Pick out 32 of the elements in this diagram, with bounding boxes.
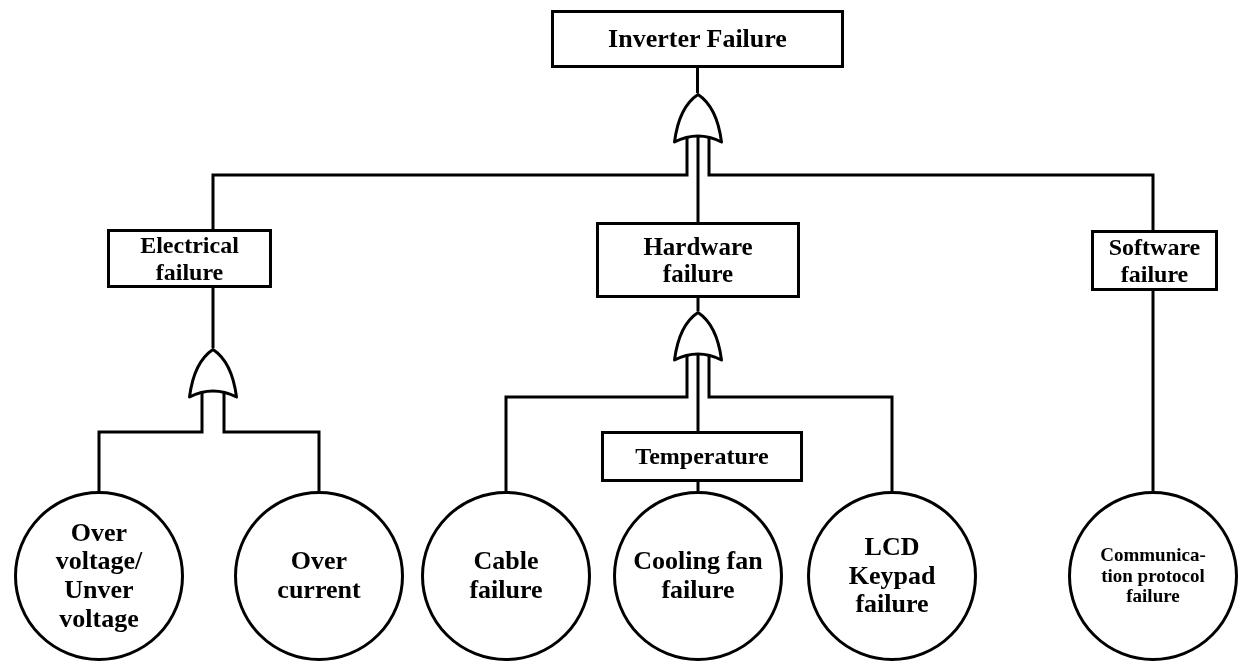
event-box [601, 431, 803, 482]
event-label: Electrical failure [139, 232, 240, 285]
event-label: Over voltage/ Unver voltage [54, 518, 144, 634]
event-label: Hardware failure [642, 232, 754, 288]
connector-line [696, 68, 699, 93]
or-gate-symbol [673, 311, 723, 361]
event-label: LCD Keypad failure [847, 533, 937, 619]
connector-line [222, 393, 321, 491]
connector-line [707, 356, 894, 491]
connector-line [696, 355, 700, 431]
connector-line [211, 138, 689, 229]
or-gate-symbol [673, 93, 723, 143]
connector-line [696, 482, 700, 491]
event-box [596, 222, 800, 298]
event-label: Inverter Failure [607, 24, 788, 54]
event-label: Temperature [634, 443, 770, 470]
connector-line [707, 138, 1155, 230]
event-label: Cooling fan failure [632, 547, 764, 605]
event-box [1091, 230, 1218, 291]
event-box [551, 10, 844, 68]
connector-line [696, 298, 700, 311]
connector-line [211, 288, 215, 348]
event-box [107, 229, 272, 288]
event-label: Software failure [1107, 234, 1202, 287]
event-label: Communica- tion protocol failure [1099, 544, 1207, 608]
event-label: Over current [276, 547, 362, 605]
connector-line [504, 356, 689, 491]
connector-line [1151, 291, 1155, 491]
event-label: Cable failure [468, 547, 544, 605]
or-gate-symbol [188, 348, 238, 398]
connector-line [97, 393, 204, 491]
connector-line [696, 137, 700, 222]
